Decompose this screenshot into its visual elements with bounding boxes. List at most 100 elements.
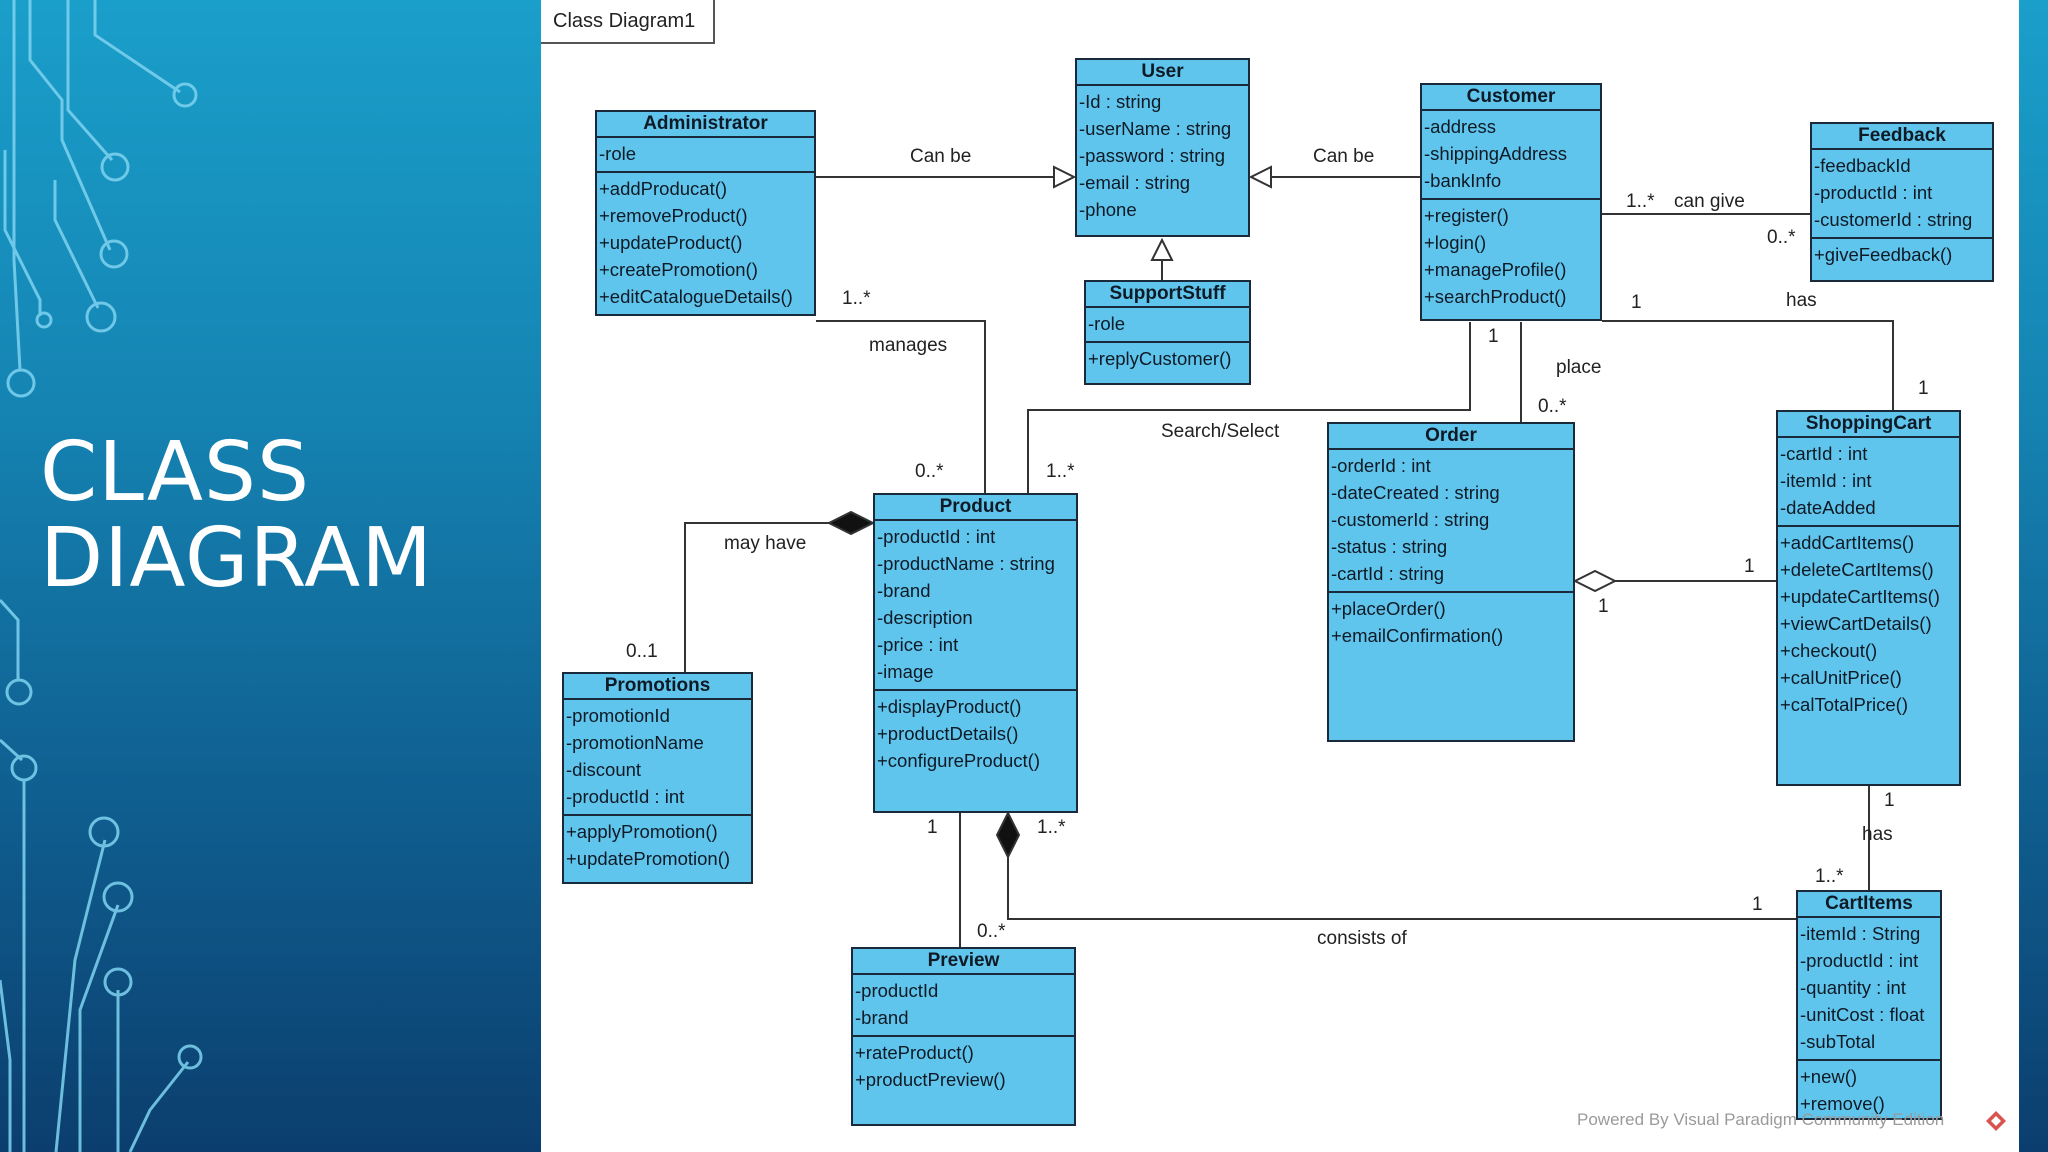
operation: +placeOrder()	[1331, 598, 1446, 619]
operations: +displayProduct() +productDetails() +con…	[875, 691, 1076, 778]
customer-user-arrow	[1248, 165, 1272, 189]
operations: +applyPromotion() +updatePromotion()	[564, 816, 751, 876]
attribute: -productName : string	[877, 553, 1055, 574]
class-name: Promotions	[564, 674, 751, 700]
operation: +configureProduct()	[877, 750, 1040, 771]
operation: +emailConfirmation()	[1331, 625, 1504, 646]
operation: +editCatalogueDetails()	[599, 286, 793, 307]
manages-line	[816, 320, 986, 493]
operation: +login()	[1424, 232, 1487, 253]
attribute: -phone	[1079, 199, 1137, 220]
attributes: -orderId : int -dateCreated : string -cu…	[1329, 450, 1573, 593]
class-preview[interactable]: Preview -productId -brand +rateProduct()…	[851, 947, 1076, 1126]
class-name: Customer	[1422, 85, 1600, 111]
consists-diamond	[995, 810, 1021, 860]
diagram-frame-tab: Class Diagram1	[541, 0, 716, 44]
class-cartitems[interactable]: CartItems -itemId : String -productId : …	[1796, 890, 1942, 1120]
class-name: Feedback	[1812, 124, 1992, 150]
class-supportstuff[interactable]: SupportStuff -role +replyCustomer()	[1084, 280, 1251, 385]
attribute: -role	[599, 143, 637, 164]
class-order[interactable]: Order -orderId : int -dateCreated : stri…	[1327, 422, 1575, 742]
slide-title-line1: CLASS	[40, 425, 311, 520]
slide-title-line2: DIAGRAM	[40, 511, 434, 606]
mult-preview-product: 1	[927, 817, 938, 838]
attribute: -promotionId	[566, 705, 670, 726]
attribute: -dateCreated : string	[1331, 482, 1500, 503]
mult-has-cart-dst: 1	[1918, 378, 1929, 399]
attributes: -itemId : String -productId : int -quant…	[1798, 918, 1940, 1061]
attribute: -customerId : string	[1331, 509, 1490, 530]
mult-can-give-src: 1..*	[1626, 191, 1655, 212]
operation: +updateCartItems()	[1780, 586, 1940, 607]
consists-line	[1007, 857, 1796, 920]
attribute: -productId : int	[566, 786, 685, 807]
class-name: User	[1077, 60, 1248, 86]
mult-manages-src: 1..*	[842, 288, 871, 309]
attribute: -Id : string	[1079, 91, 1162, 112]
attribute: -address	[1424, 116, 1496, 137]
operation: +applyPromotion()	[566, 821, 718, 842]
attribute: -productId : int	[877, 526, 996, 547]
label-may-have: may have	[724, 533, 807, 554]
class-feedback[interactable]: Feedback -feedbackId -productId : int -c…	[1810, 122, 1994, 282]
operation: +displayProduct()	[877, 696, 1022, 717]
operation: +createPromotion()	[599, 259, 758, 280]
class-user[interactable]: User -Id : string -userName : string -pa…	[1075, 58, 1250, 237]
attributes: -feedbackId -productId : int -customerId…	[1812, 150, 1992, 239]
may-have-diamond	[826, 510, 876, 536]
mult-consists-items: 1	[1752, 894, 1763, 915]
operation: +deleteCartItems()	[1780, 559, 1934, 580]
class-product[interactable]: Product -productId : int -productName : …	[873, 493, 1078, 813]
class-promotions[interactable]: Promotions -promotionId -promotionName -…	[562, 672, 753, 884]
mult-has-items-cart: 1	[1884, 790, 1895, 811]
class-customer[interactable]: Customer -address -shippingAddress -bank…	[1420, 83, 1602, 321]
has-cart-line	[1602, 320, 1894, 410]
operation: +checkout()	[1780, 640, 1878, 661]
mult-search-src: 1	[1488, 326, 1499, 347]
order-cart-diamond	[1572, 569, 1618, 593]
class-shoppingcart[interactable]: ShoppingCart -cartId : int -itemId : int…	[1776, 410, 1961, 786]
mult-order-cart-order: 1	[1598, 596, 1609, 617]
mult-consists-product: 1..*	[1037, 817, 1066, 838]
visual-paradigm-logo-icon	[1986, 1111, 2006, 1131]
attribute: -dateAdded	[1780, 497, 1876, 518]
operation: +productDetails()	[877, 723, 1019, 744]
operations: +addCartItems() +deleteCartItems() +upda…	[1778, 527, 1959, 722]
operation: +manageProfile()	[1424, 259, 1567, 280]
class-administrator[interactable]: Administrator -role +addProducat() +remo…	[595, 110, 816, 316]
attribute: -shippingAddress	[1424, 143, 1567, 164]
attribute: -customerId : string	[1814, 209, 1973, 230]
operations: +addProducat() +removeProduct() +updateP…	[597, 173, 814, 314]
class-name: Administrator	[597, 112, 814, 138]
class-name: SupportStuff	[1086, 282, 1249, 308]
label-can-give: can give	[1674, 191, 1745, 212]
attribute: -description	[877, 607, 973, 628]
operation: +rateProduct()	[855, 1042, 974, 1063]
attributes: -productId : int -productName : string -…	[875, 521, 1076, 691]
label-search-select: Search/Select	[1161, 421, 1280, 442]
attribute: -brand	[877, 580, 931, 601]
operation: +viewCartDetails()	[1780, 613, 1932, 634]
attribute: -discount	[566, 759, 642, 780]
mult-order-cart-cart: 1	[1744, 556, 1755, 577]
mult-can-give-dst: 0..*	[1767, 227, 1796, 248]
operation: +replyCustomer()	[1088, 348, 1232, 369]
attribute: -bankInfo	[1424, 170, 1502, 191]
attribute: -brand	[855, 1007, 909, 1028]
class-name: ShoppingCart	[1778, 412, 1959, 438]
attribute: -image	[877, 661, 934, 682]
attribute: -role	[1088, 313, 1126, 334]
label-place: place	[1556, 357, 1602, 378]
mult-has-items-items: 1..*	[1815, 866, 1844, 887]
attributes: -cartId : int -itemId : int -dateAdded	[1778, 438, 1959, 527]
admin-user-arrow	[1053, 165, 1077, 189]
attributes: -address -shippingAddress -bankInfo	[1422, 111, 1600, 200]
operation: +addCartItems()	[1780, 532, 1915, 553]
mult-search-dst: 1..*	[1046, 461, 1075, 482]
label-has-cart: has	[1786, 290, 1817, 311]
operation: +addProducat()	[599, 178, 728, 199]
attribute: -unitCost : float	[1800, 1004, 1925, 1025]
mult-place-dst: 0..*	[1538, 396, 1567, 417]
attribute: -price : int	[877, 634, 959, 655]
attributes: -role	[1086, 308, 1249, 343]
